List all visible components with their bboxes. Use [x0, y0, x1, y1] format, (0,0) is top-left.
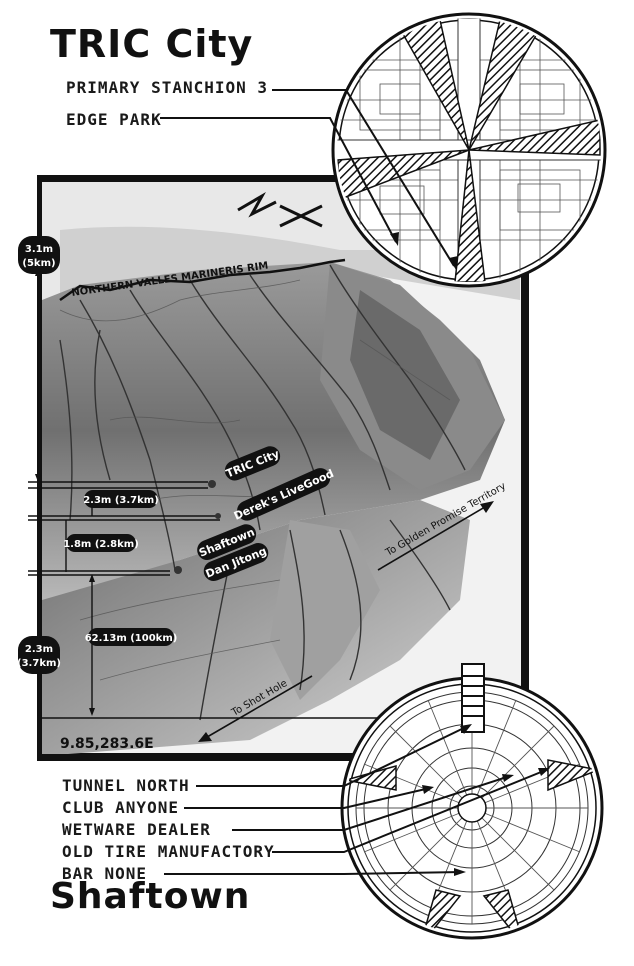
measure-tric-drop: 2.3m (3.7km) [83, 490, 159, 508]
legend-tunnel-north: TUNNEL NORTH [62, 776, 190, 795]
bottom-legend-leaders [164, 725, 547, 875]
tric-city-marker [208, 480, 216, 488]
svg-text:(3.7km): (3.7km) [17, 658, 61, 669]
shaftown-title: Shaftown [50, 876, 251, 917]
svg-text:62.13m (100km): 62.13m (100km) [85, 633, 178, 644]
svg-text:2.3m: 2.3m [25, 644, 53, 655]
svg-text:3.1m: 3.1m [25, 244, 53, 255]
legend-primary-stanchion: PRIMARY STANCHION 3 [66, 78, 269, 97]
legend-wetware-dealer: WETWARE DEALER [62, 820, 211, 839]
legend-bar-none: BAR NONE [62, 864, 148, 883]
legend-old-tire-manufactory: OLD TIRE MANUFACTORY [62, 842, 275, 861]
coordinates-label: 9.85,283.6E [60, 736, 154, 752]
measure-shaftown-drop: 1.8m (2.8km) [63, 534, 139, 552]
measure-distance: 62.13m (100km) [85, 628, 178, 646]
tric-city-plan [331, 12, 607, 288]
top-legend-leaders [160, 89, 455, 267]
svg-text:2.3m (3.7km): 2.3m (3.7km) [83, 495, 159, 506]
shaftown-marker [174, 566, 182, 574]
shaftown-plan [340, 663, 604, 940]
elevation-scale [28, 272, 520, 719]
compass-north-icon [237, 191, 323, 228]
legend-club-anyone: CLUB ANYONE [62, 798, 179, 817]
dereks-marker [215, 513, 221, 519]
legend-edge-park: EDGE PARK [66, 110, 162, 129]
svg-text:(5km): (5km) [22, 258, 55, 269]
measure-floor-depth: 2.3m (3.7km) [17, 636, 61, 674]
svg-text:1.8m (2.8km): 1.8m (2.8km) [63, 539, 139, 550]
measure-rim-height: 3.1m (5km) [18, 236, 60, 274]
tric-city-title: TRIC City [50, 22, 254, 66]
